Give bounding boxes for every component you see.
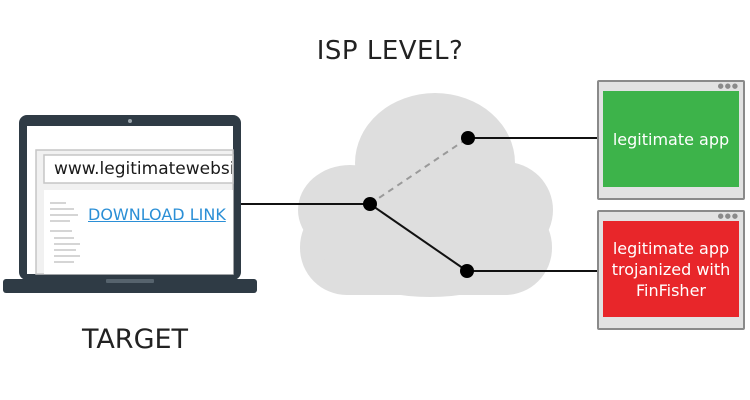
laptop-base-notch xyxy=(106,279,154,283)
browser-window xyxy=(35,149,234,275)
legitimate-branch-node xyxy=(461,131,475,145)
isp-switch-active-line xyxy=(369,203,468,272)
placeholder-text-lines xyxy=(50,202,80,263)
switch-nodes xyxy=(363,131,475,278)
download-link[interactable]: DOWNLOAD LINK xyxy=(88,205,226,224)
target-label: TARGET xyxy=(81,324,189,355)
window-controls-icon: ●●● xyxy=(717,212,739,220)
trojan-branch-node xyxy=(460,264,474,278)
isp-level-label: ISP LEVEL? xyxy=(316,36,464,66)
window-controls-icon: ●●● xyxy=(717,82,739,90)
connection-lines xyxy=(241,137,597,272)
isp-switch-node xyxy=(363,197,377,211)
trojanized-app-label: legitimate app trojanized with FinFisher xyxy=(603,221,739,317)
page-content-area xyxy=(44,190,233,274)
address-bar xyxy=(43,154,234,184)
legitimate-app-label: legitimate app xyxy=(603,91,739,187)
window-footer xyxy=(599,317,743,329)
isp-switch-dashed-line xyxy=(369,137,469,205)
browser-url-text: www.legitimatewebsite xyxy=(54,159,232,179)
window-titlebar: ●●● xyxy=(599,82,743,91)
window-titlebar: ●●● xyxy=(599,212,743,221)
isp-cloud xyxy=(298,93,553,297)
trojanized-app-window: ●●● legitimate app trojanized with FinFi… xyxy=(597,210,745,330)
window-footer xyxy=(599,187,743,199)
legitimate-app-window: ●●● legitimate app xyxy=(597,80,745,200)
laptop-base xyxy=(3,279,257,293)
laptop-camera xyxy=(128,119,132,123)
